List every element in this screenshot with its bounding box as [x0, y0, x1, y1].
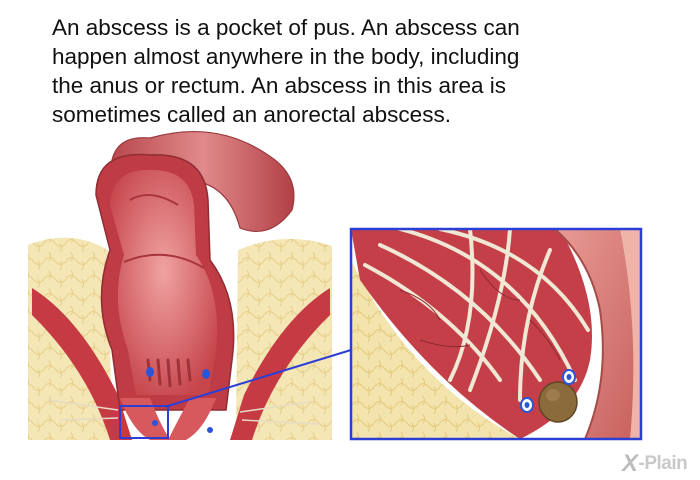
intro-line: sometimes called an anorectal abscess.: [52, 102, 451, 127]
xplain-logo-mark: X: [622, 450, 638, 477]
inset-panel: [351, 229, 641, 439]
anal-canal-left: [120, 398, 170, 440]
muscle-right: [230, 288, 330, 440]
gland-marker: [146, 367, 154, 377]
xplain-logo-text: -Plain: [638, 453, 688, 474]
gland-marker: [202, 369, 210, 379]
gland-marker: [152, 420, 158, 426]
intro-paragraph: An abscess is a pocket of pus. An absces…: [52, 13, 652, 129]
intro-line: happen almost anywhere in the body, incl…: [52, 44, 520, 69]
intro-line: An abscess is a pocket of pus. An absces…: [52, 15, 520, 40]
gland-marker: [207, 427, 213, 433]
xplain-logo: X -Plain: [622, 449, 700, 479]
anal-canal-right: [168, 398, 216, 440]
rectum-lumen: [110, 169, 218, 395]
muscle-left: [32, 288, 132, 440]
intro-line: the anus or rectum. An abscess in this a…: [52, 73, 506, 98]
zoom-connector-line: [167, 349, 352, 407]
zoom-marker-box: [119, 405, 169, 439]
inset-border: [349, 227, 643, 441]
